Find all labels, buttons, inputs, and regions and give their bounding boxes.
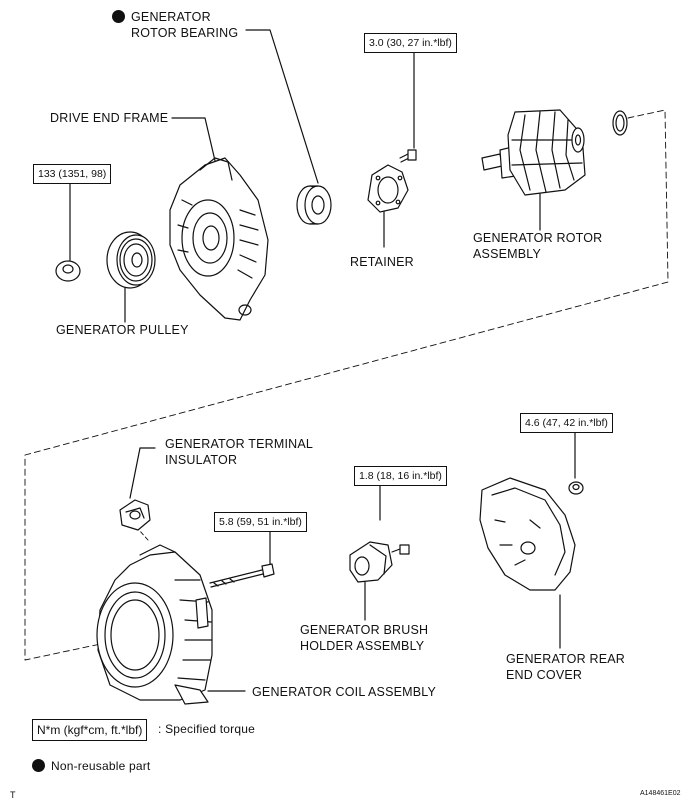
through-bolt-part: [209, 563, 275, 588]
torque-pulley-nut: 133 (1351, 98): [33, 164, 112, 184]
coil-assembly-part: [96, 544, 213, 705]
label-rear-end-cover: GENERATOR REAR END COVER: [506, 651, 625, 683]
label-rear-end-cover-line2: END COVER: [506, 668, 583, 682]
label-drive-end-frame: DRIVE END FRAME: [50, 111, 169, 125]
corner-mark: T: [10, 790, 16, 800]
torque-brush-holder-screw: 1.8 (18, 16 in.*lbf): [354, 466, 447, 486]
label-rear-end-cover-line1: GENERATOR REAR: [506, 652, 626, 666]
brush-holder-part: [349, 541, 393, 583]
pulley-nut-part: [55, 260, 81, 282]
rotor-bearing-part: [296, 185, 332, 225]
label-brush-holder-line1: GENERATOR BRUSH: [300, 623, 429, 637]
nonreusable-dot-icon: [112, 10, 125, 23]
rear-end-cover-part: [479, 477, 576, 591]
legend-torque-desc: : Specified torque: [158, 722, 255, 736]
label-coil-assembly: GENERATOR COIL ASSEMBLY: [252, 685, 437, 699]
label-brush-holder: GENERATOR BRUSH HOLDER ASSEMBLY: [300, 622, 428, 654]
retainer-screw-part: [399, 149, 417, 163]
torque-through-bolt: 5.8 (59, 51 in.*lbf): [214, 512, 307, 532]
torque-rear-cover-nut: 4.6 (47, 42 in.*lbf): [520, 413, 613, 433]
label-rotor-bearing-line2: ROTOR BEARING: [131, 26, 239, 40]
label-terminal-insulator-line1: GENERATOR TERMINAL: [165, 437, 314, 451]
label-rotor-bearing-line1: GENERATOR: [131, 10, 211, 24]
label-retainer: RETAINER: [350, 255, 414, 269]
assembly-dashed-line: [24, 109, 669, 661]
drive-end-frame-part: [169, 157, 269, 321]
label-rotor-bearing: GENERATOR ROTOR BEARING: [112, 9, 238, 41]
rotor-assembly-part: [481, 109, 586, 196]
legend-nonreusable-desc: Non-reusable part: [51, 759, 151, 773]
label-terminal-insulator: GENERATOR TERMINAL INSULATOR: [165, 436, 313, 468]
retainer-part: [367, 164, 409, 213]
label-terminal-insulator-line2: INSULATOR: [165, 453, 238, 467]
legend-nonreusable: Non-reusable part: [32, 758, 150, 774]
rotor-ring-part: [612, 110, 628, 136]
label-pulley: GENERATOR PULLEY: [56, 323, 189, 337]
rear-cover-nut-part: [568, 481, 584, 495]
label-rotor-assembly-line2: ASSEMBLY: [473, 247, 542, 261]
figure-id: A148461E02: [640, 790, 681, 797]
terminal-insulator-part: [119, 499, 151, 531]
label-rotor-assembly-line1: GENERATOR ROTOR: [473, 231, 603, 245]
legend-torque-unit-box: N*m (kgf*cm, ft.*lbf): [32, 719, 148, 741]
label-rotor-assembly: GENERATOR ROTOR ASSEMBLY: [473, 230, 602, 262]
torque-retainer-screw: 3.0 (30, 27 in.*lbf): [364, 33, 457, 53]
brush-holder-screw-part: [391, 544, 410, 555]
label-brush-holder-line2: HOLDER ASSEMBLY: [300, 639, 425, 653]
generator-pulley-part: [106, 231, 156, 289]
nonreusable-legend-dot-icon: [32, 759, 45, 772]
